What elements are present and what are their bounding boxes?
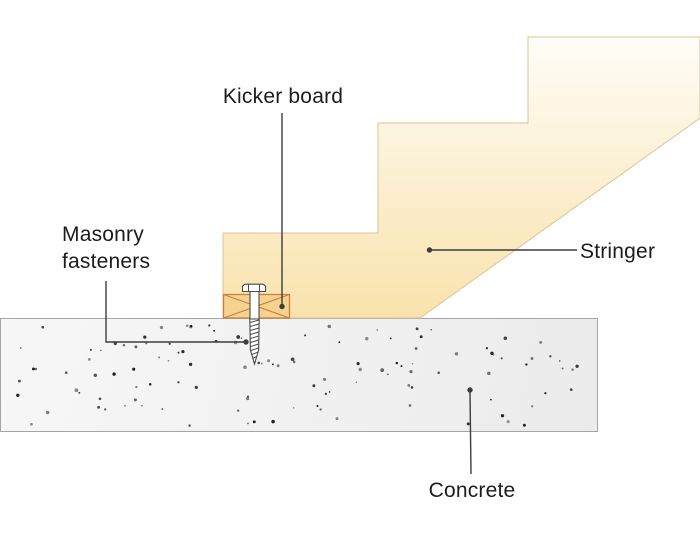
- stringer-leader: [426, 247, 577, 253]
- masonry-fastener: [241, 283, 267, 366]
- stringer-label: Stringer: [580, 240, 656, 263]
- stringer-board: [222, 36, 700, 319]
- leader-lines: [105, 113, 577, 475]
- masonry-fasteners-leader: [105, 281, 249, 345]
- concrete-label: Concrete: [428, 479, 516, 502]
- fastener-hex-head: [241, 283, 267, 293]
- kicker-board-leader: [279, 113, 285, 310]
- concrete-speckle-texture: [16, 324, 579, 427]
- kicker-board-label: Kicker board: [222, 85, 344, 108]
- masonry-fasteners-label: Masonry fasteners: [62, 223, 151, 273]
- concrete-slab: [0, 318, 598, 432]
- concrete-leader: [467, 387, 473, 475]
- fastener-shank: [249, 289, 260, 320]
